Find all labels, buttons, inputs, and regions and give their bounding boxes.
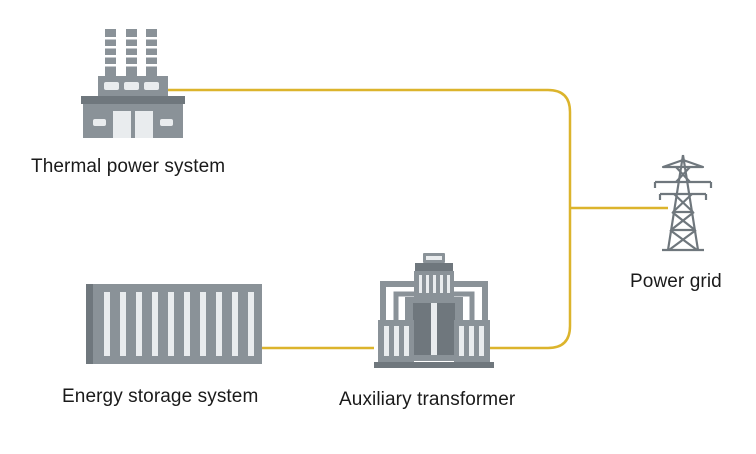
transmission-tower-icon (653, 154, 713, 252)
thermal-power-system-label: Thermal power system (31, 156, 226, 177)
line-thermal-to-bus (168, 88, 572, 350)
connection-lines (168, 88, 668, 350)
transformer-icon (374, 253, 494, 368)
auxiliary-transformer-label: Auxiliary transformer (339, 389, 516, 410)
thermal-power-plant-icon (81, 29, 185, 138)
energy-storage-system-label: Energy storage system (62, 386, 259, 407)
battery-container-icon (86, 284, 262, 364)
power-grid-label: Power grid (630, 271, 722, 292)
